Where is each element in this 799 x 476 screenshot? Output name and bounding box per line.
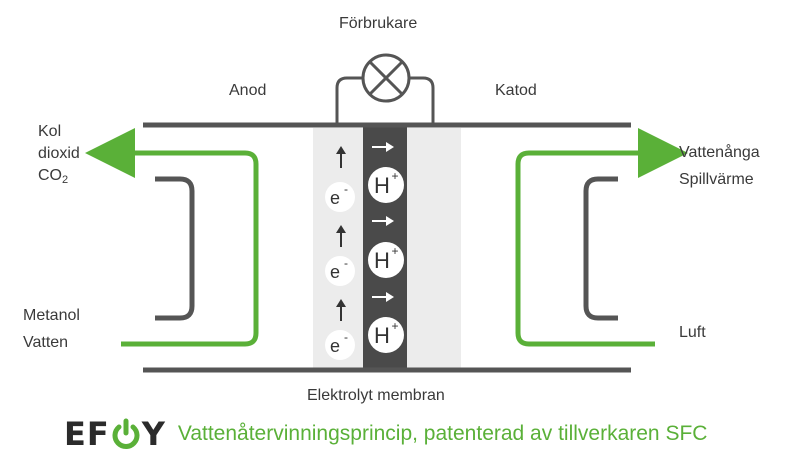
electron: e -: [325, 182, 355, 212]
water-vapor-label: Vattenånga: [679, 144, 760, 161]
proton: H +: [368, 242, 404, 278]
electron-label: e: [330, 336, 340, 356]
logo-text: EF: [64, 415, 110, 453]
proton-label: H: [374, 248, 390, 273]
proton-label: H: [374, 323, 390, 348]
co2-formula: CO: [38, 167, 62, 184]
anode-flow-arrow: [85, 128, 259, 347]
electron-label: e: [330, 188, 340, 208]
co2-label-line3: CO2: [38, 165, 80, 191]
cathode-channel: [583, 176, 618, 321]
proton: H +: [368, 317, 404, 353]
tagline: Vattenåtervinningsprincip, patenterad av…: [177, 422, 708, 445]
air-label: Luft: [679, 324, 706, 341]
anode-channel: [155, 176, 195, 321]
electron-arrow-icon: [336, 146, 346, 321]
load-label: Förbrukare: [339, 15, 418, 32]
co2-subscript: 2: [62, 174, 69, 186]
cathode-electrode: [407, 128, 461, 368]
co2-label-line1: Kol: [38, 123, 62, 140]
electron-charge: -: [344, 182, 348, 196]
electron-charge: -: [344, 330, 348, 344]
cathode-label: Katod: [495, 82, 537, 99]
methanol-label: Metanol: [23, 307, 80, 324]
logo-text-y: Y: [141, 415, 166, 453]
proton-charge: +: [391, 169, 398, 183]
proton: H +: [368, 167, 404, 203]
waste-heat-label: Spillvärme: [679, 171, 754, 188]
co2-label: Kol dioxid CO2: [38, 121, 80, 191]
water-label: Vatten: [23, 334, 69, 351]
electron: e -: [325, 256, 355, 286]
proton-charge: +: [391, 244, 398, 258]
membrane-label: Elektrolyt membran: [307, 387, 445, 404]
electron-label: e: [330, 262, 340, 282]
efoy-logo: EF Y: [64, 414, 166, 454]
anode-label: Anod: [229, 82, 267, 99]
electron-charge: -: [344, 256, 348, 270]
power-icon: [112, 418, 140, 449]
co2-label-line2: dioxid: [38, 145, 80, 162]
proton-label: H: [374, 173, 390, 198]
proton-charge: +: [391, 319, 398, 333]
electron: e -: [325, 330, 355, 360]
footer: EF Y Vattenåtervinningsprincip, patenter…: [64, 414, 707, 454]
external-circuit: [335, 76, 435, 125]
load-icon: [361, 53, 411, 103]
cathode-flow-arrow: [515, 128, 688, 347]
anode-electrode: [313, 128, 363, 368]
proton-arrow-icon: [372, 142, 394, 302]
